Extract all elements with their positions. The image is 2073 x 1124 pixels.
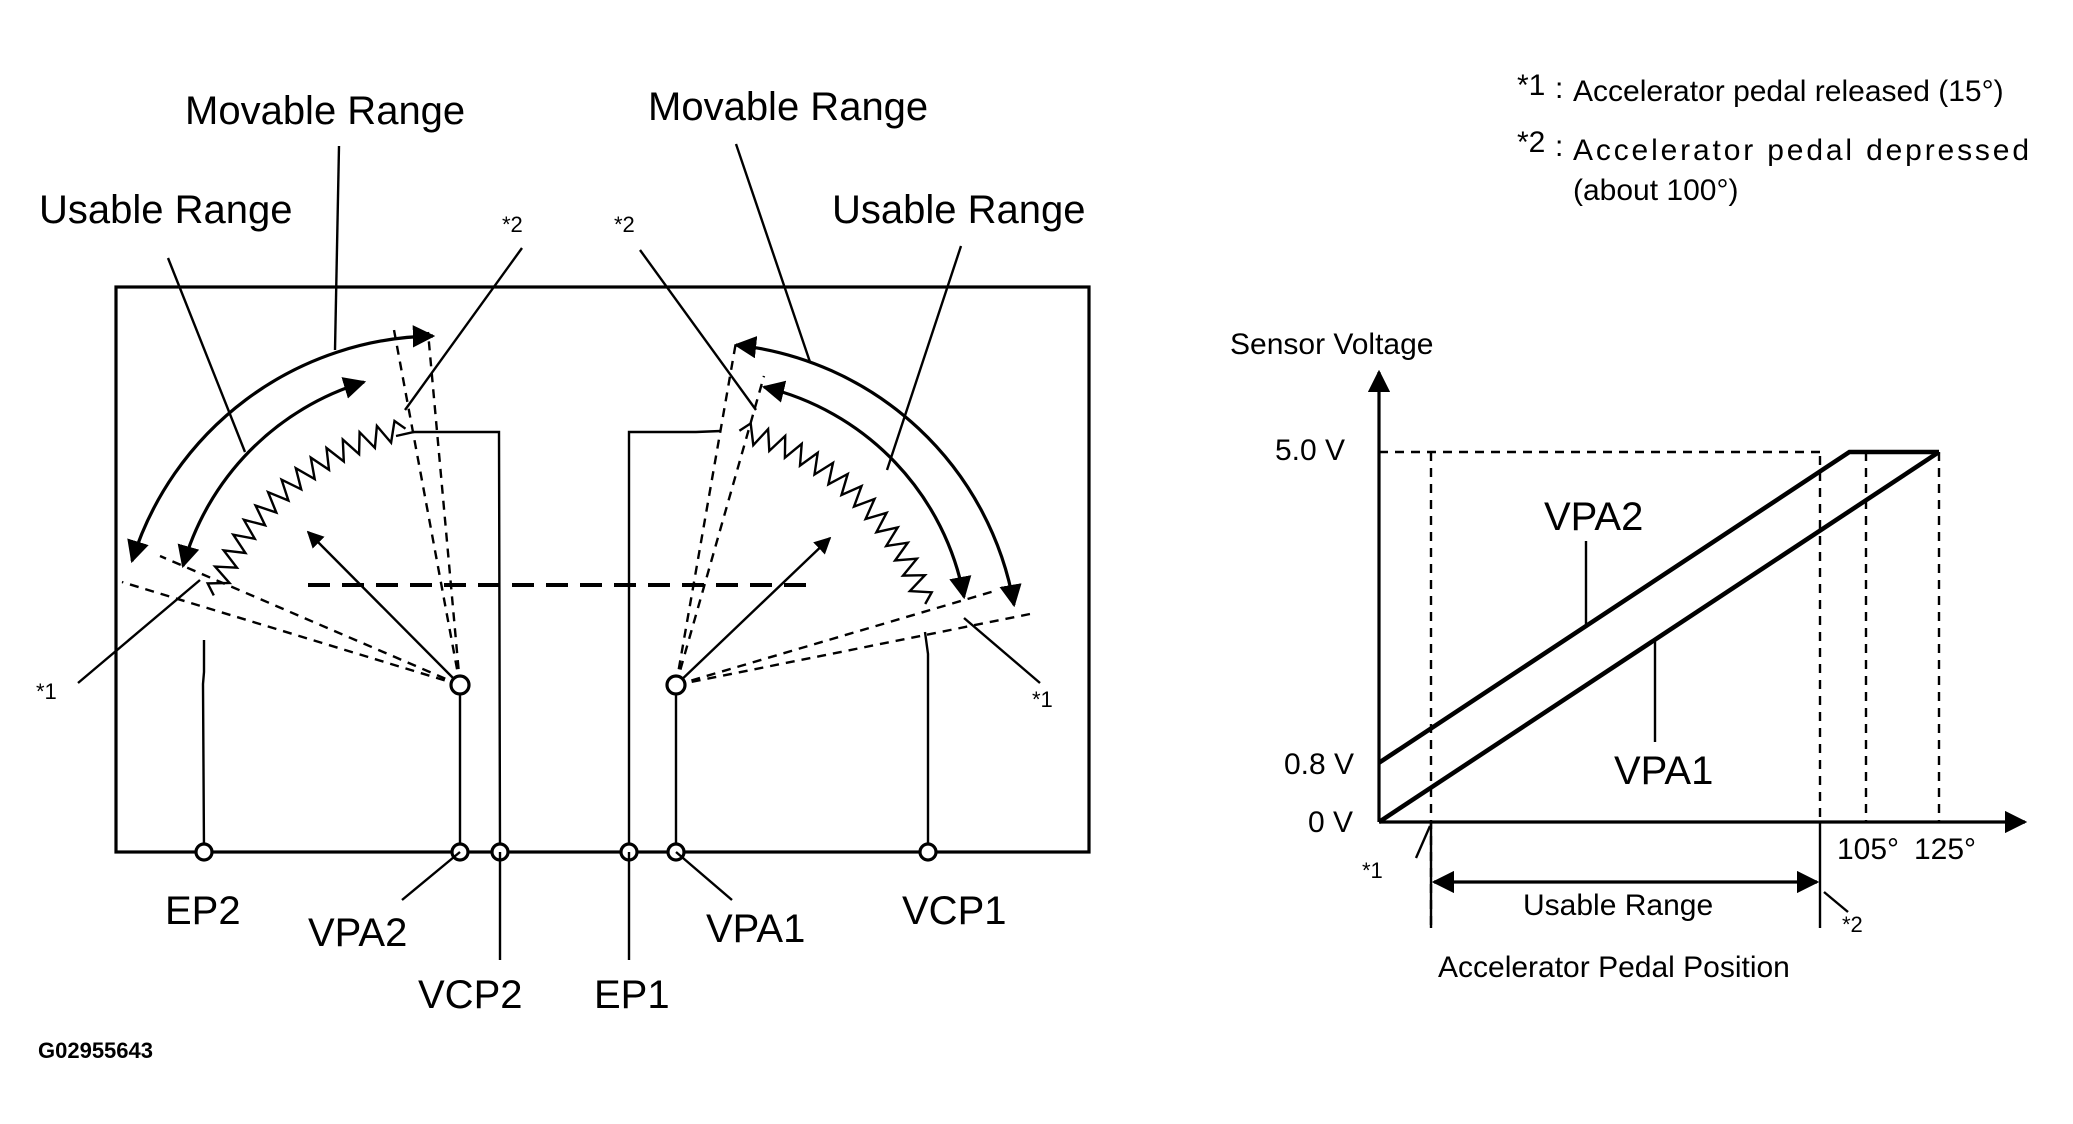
ytick-0v: 0 V [1308,806,1353,839]
right-usable-range-label: Usable Range [832,188,1086,232]
series-line-vpa2 [1377,449,1939,765]
left-mark2-leader [404,247,523,411]
series-label-vpa2: VPA2 [1544,495,1643,539]
left-movable-range-arc [127,325,436,564]
left-mark2-label: *2 [502,212,523,237]
right-wiper-pivot [665,674,687,696]
footnote-2-text-line1: Accelerator pedal depressed [1573,134,2029,167]
right-movable-range-arc [733,336,1022,608]
series-line-vpa1 [1377,450,1941,824]
left-usable-leader [166,257,247,453]
left-mark1-label: *1 [36,679,57,704]
right-usable-range-arc [761,380,972,600]
footnote-1-sep: : [1555,72,1563,105]
right-mark1-leader [963,617,1041,684]
figure-code: G02955643 [38,1038,153,1063]
footnote-2-sep: : [1555,130,1563,163]
right-usable-leader [885,245,963,471]
right-mark1-label: *1 [1032,687,1053,712]
right-dash-limit-1 [675,612,1031,687]
left-wiper-pivot [449,674,471,696]
terminal-vcp1 [918,842,938,862]
footnote-2-text-line2: (about 100°) [1573,174,1738,207]
right-movable-range-label: Movable Range [648,85,928,129]
right-dash-limit-1b [675,588,999,687]
graph-xlabel: Accelerator Pedal Position [1438,951,1790,984]
right-mark2-label: *2 [614,212,635,237]
left-wiper-arrow [306,530,461,686]
right-mark2-leader [639,249,757,411]
left-resistor-track [205,418,407,596]
left-movable-leader [333,145,341,351]
right-movable-leader [734,143,812,363]
terminal-vpa1-label: VPA1 [706,907,805,951]
left-dash-limit-1b [159,554,461,687]
vpa2-leader [401,851,461,901]
xtick-125: 125° [1914,833,1976,866]
voltage-graph: Sensor Voltage 5.0 V 0.8 V 0 V 105° 125°… [1230,328,2028,984]
graph-mark2-label: *2 [1842,912,1863,937]
terminal-ep2-label: EP2 [165,889,241,933]
terminal-ep2 [194,842,214,862]
terminal-ep1-label: EP1 [594,973,670,1017]
right-wiper-arrow [675,536,832,686]
terminals [194,842,938,960]
right-resistor-track [738,421,934,605]
left-resistor-lead-ep2 [201,640,206,853]
footnote-1-marker: *1 [1517,69,1545,102]
xtick-105: 105° [1837,833,1899,866]
graph-mark2-leader [1823,891,1849,913]
ytick-5v: 5.0 V [1275,434,1345,467]
left-sensor [77,145,523,853]
graph-usable-range-label: Usable Range [1523,889,1713,922]
vpa1-leader [675,851,733,901]
graph-mark1-leader [1414,825,1432,859]
terminal-vcp2-label: VCP2 [418,973,523,1017]
footnotes: *1 : Accelerator pedal released (15°) *2… [1517,69,2029,207]
left-mark1-leader [77,579,201,684]
left-usable-range-arc [177,377,367,569]
terminal-vcp1-label: VCP1 [902,889,1007,933]
footnote-2-marker: *2 [1517,126,1545,159]
right-sensor [627,143,1041,852]
series-label-vpa1: VPA1 [1614,749,1713,793]
right-resistor-lead-vcp1 [923,631,930,852]
right-resistor-lead-ep1 [627,429,722,852]
terminal-vpa2-label: VPA2 [308,911,407,955]
right-dash-limit-2b [674,341,738,686]
graph-mark1-label: *1 [1362,858,1383,883]
left-usable-range-label: Usable Range [39,188,293,232]
left-resistor-lead-vcp2 [395,430,502,853]
right-dash-limit-2 [674,375,766,686]
ytick-08v: 0.8 V [1284,748,1354,781]
sensor-housing [114,285,1091,854]
footnote-1-text: Accelerator pedal released (15°) [1573,75,2004,108]
left-dash-limit-2 [392,329,462,686]
left-dash-limit-2b [426,331,462,686]
left-movable-range-label: Movable Range [185,89,465,133]
graph-ylabel: Sensor Voltage [1230,328,1433,361]
